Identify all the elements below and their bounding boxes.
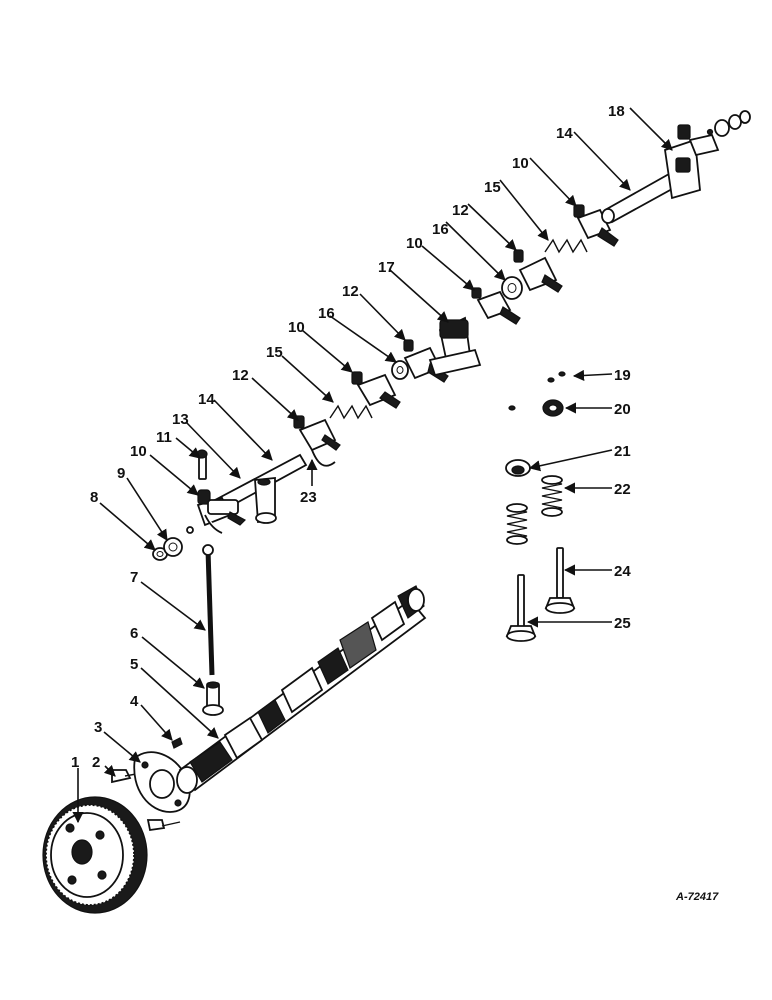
washer: [163, 537, 183, 557]
callout-13: 13: [172, 411, 189, 428]
thrust-plate: [133, 751, 191, 813]
rocker-arm-mid: [351, 371, 401, 409]
callout-7: 7: [130, 569, 138, 586]
valve-rotator: [542, 399, 564, 417]
callout-21: 21: [614, 443, 631, 460]
intake-valve: [505, 574, 537, 642]
callout-12-a: 12: [232, 367, 249, 384]
callout-18: 18: [608, 103, 625, 120]
rocker-shaft-lower: [213, 453, 308, 524]
callout-17: 17: [378, 259, 395, 276]
callout-14-b: 14: [556, 125, 573, 142]
callout-19: 19: [614, 367, 631, 384]
callout-25: 25: [614, 615, 631, 632]
callout-3: 3: [94, 719, 102, 736]
callout-12-c: 12: [452, 202, 469, 219]
spacer-spring-upper: [544, 238, 588, 254]
callout-1: 1: [71, 754, 79, 771]
spacer-mid: [391, 360, 409, 380]
woodruff-key: [171, 737, 183, 749]
bolt: [111, 769, 181, 832]
callout-5: 5: [130, 656, 138, 673]
camshaft: [176, 585, 427, 794]
callout-15-b: 15: [484, 179, 501, 196]
callout-10-a: 10: [130, 443, 147, 460]
spring-retainer: [505, 459, 531, 477]
valve-spring-intake: [506, 503, 528, 545]
callout-10-b: 10: [288, 319, 305, 336]
adjusting-screw: [196, 449, 208, 480]
callout-12-b: 12: [342, 283, 359, 300]
callout-labels: 1 2 3 4 5 6 7 8 9 10 11 13 14 12 23 15 1…: [71, 103, 631, 771]
valve-lifter: [202, 681, 224, 716]
rocker-shaft-bracket: [428, 316, 482, 377]
retainer-ring: [152, 547, 168, 561]
spacer-spring-lower: [329, 404, 373, 420]
camshaft-gear: [42, 796, 148, 914]
rocker-arm-lower: [196, 489, 246, 534]
callout-8: 8: [90, 489, 98, 506]
figure-reference: A-72417: [675, 891, 719, 903]
o-ring: [186, 526, 194, 534]
callout-22: 22: [614, 481, 631, 498]
valve-spring-exhaust: [541, 475, 563, 517]
callout-20: 20: [614, 401, 631, 418]
callout-6: 6: [130, 625, 138, 642]
exhaust-valve: [544, 547, 576, 614]
callout-16-b: 16: [432, 221, 449, 238]
callout-23: 23: [300, 489, 317, 506]
push-rod: [202, 544, 215, 676]
callout-4: 4: [130, 693, 139, 710]
rocker-arm-23: [293, 415, 341, 467]
rocker-arm-12-upper: [513, 249, 563, 293]
valve-keepers: [508, 371, 566, 411]
callout-24: 24: [614, 563, 631, 580]
callout-2: 2: [92, 754, 100, 771]
leader-lines: [72, 107, 673, 824]
callout-9: 9: [117, 465, 125, 482]
callout-14-a: 14: [198, 391, 215, 408]
callout-10-c: 10: [406, 235, 423, 252]
spacer-upper: [501, 276, 523, 300]
callout-11: 11: [156, 429, 172, 446]
callout-10-d: 10: [512, 155, 529, 172]
rocker-arm-upper: [471, 287, 521, 325]
end-bracket: [664, 110, 751, 200]
callout-15-a: 15: [266, 344, 283, 361]
callout-16-a: 16: [318, 305, 335, 322]
